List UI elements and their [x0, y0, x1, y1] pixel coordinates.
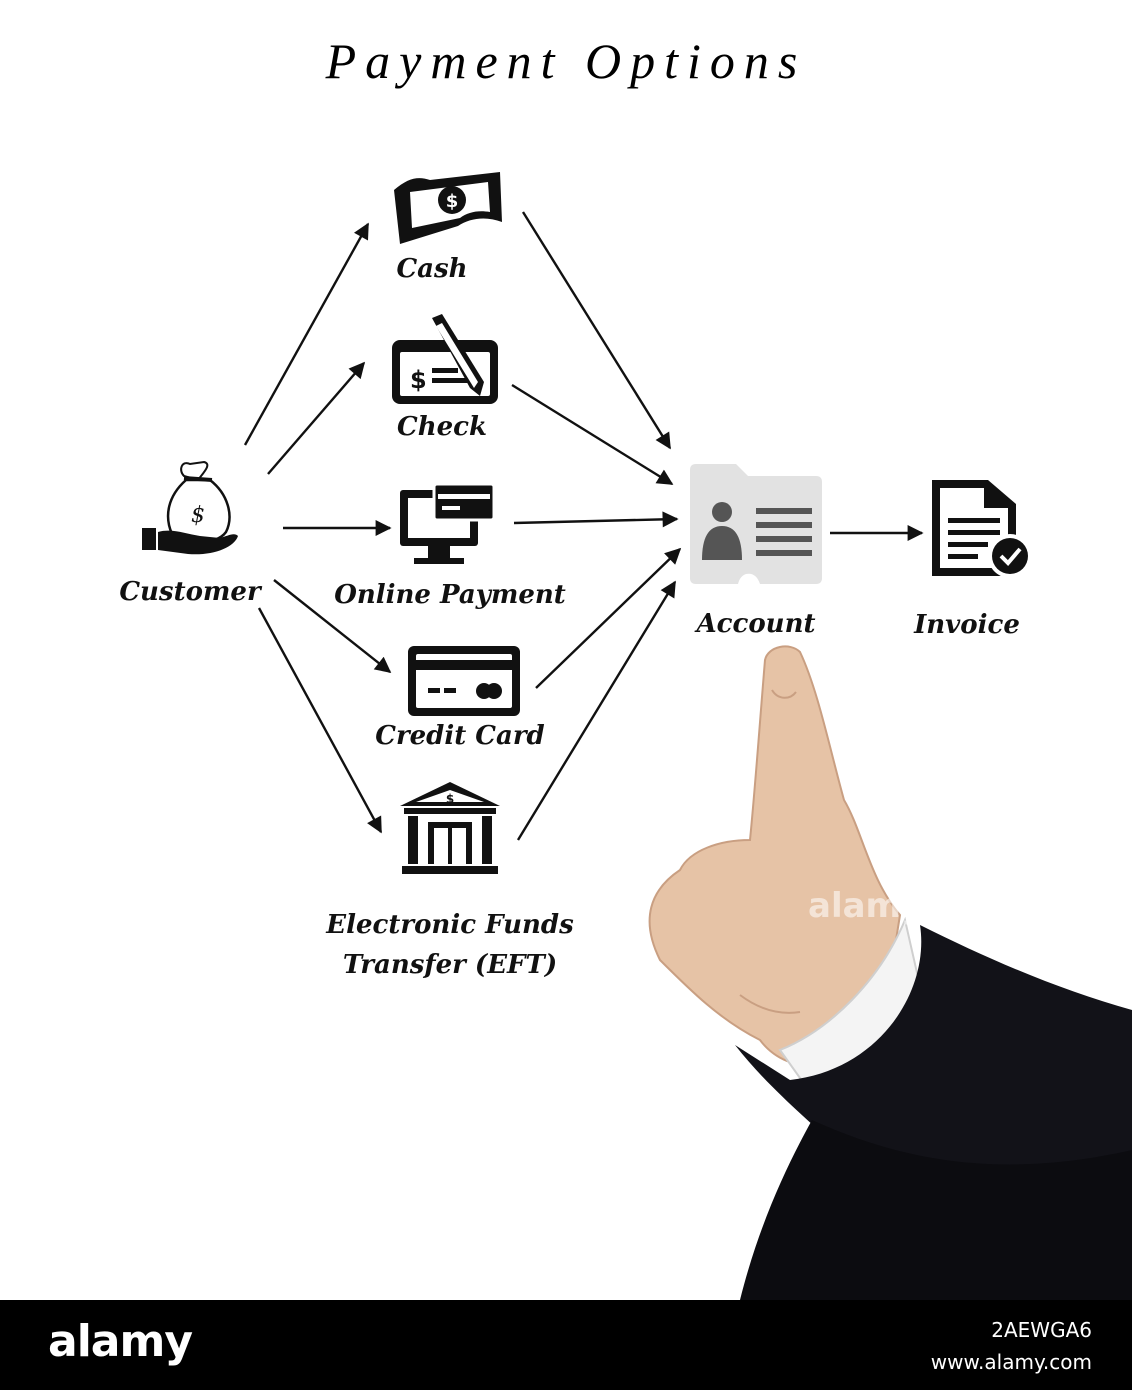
pointing-hand-image [648, 645, 1132, 1300]
arrow-check-account [511, 383, 674, 486]
banknote-icon: $ [394, 172, 502, 244]
site-url: www.alamy.com [930, 1350, 1092, 1374]
svg-text:$: $ [191, 503, 205, 528]
computer-card-icon [400, 482, 496, 564]
svg-text:$: $ [446, 792, 454, 806]
label-check: Check [397, 412, 487, 442]
label-eft-line2: Transfer (EFT) [342, 950, 558, 980]
label-invoice: Invoice [914, 610, 1020, 640]
arrow-cash-account [521, 211, 672, 450]
watermark: alamy [808, 886, 924, 926]
label-customer: Customer [119, 577, 261, 607]
arrow-customer-eft [257, 607, 383, 834]
id-card-folder-icon [690, 464, 822, 584]
label-cash: Cash [396, 254, 468, 284]
flow-diagram: $ $ $ [142, 172, 1132, 1300]
svg-text:$: $ [410, 366, 427, 394]
footer-bar: alamy 2AEWGA6 www.alamy.com [0, 1300, 1132, 1390]
image-id: 2AEWGA6 [991, 1318, 1092, 1342]
label-eft-line1: Electronic Funds [326, 910, 574, 940]
money-bag-in-hand-icon: $ [142, 460, 238, 555]
arrow-online-account [513, 511, 679, 528]
credit-card-icon [408, 646, 520, 716]
arrow-credit-account [535, 547, 682, 689]
arrow-eft-account [516, 580, 677, 841]
arrow-customer-credit [273, 579, 392, 673]
bank-building-icon: $ [400, 782, 500, 874]
label-account: Account [696, 609, 816, 639]
brand-logo: alamy [48, 1316, 193, 1367]
svg-text:$: $ [446, 191, 459, 212]
check-with-pen-icon: $ [392, 314, 498, 404]
document-checkmark-icon [932, 480, 1032, 578]
arrow-customer-cash [243, 222, 370, 446]
arrow-customer-check [267, 361, 366, 475]
label-online-payment: Online Payment [334, 580, 566, 610]
label-credit-card: Credit Card [375, 721, 545, 751]
page-title: Payment Options [325, 33, 807, 89]
